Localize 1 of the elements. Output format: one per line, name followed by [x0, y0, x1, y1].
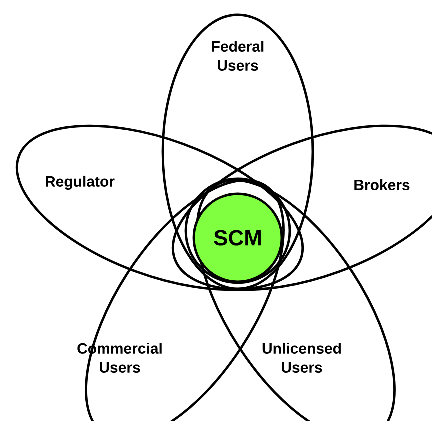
ring-circle	[184, 178, 292, 284]
